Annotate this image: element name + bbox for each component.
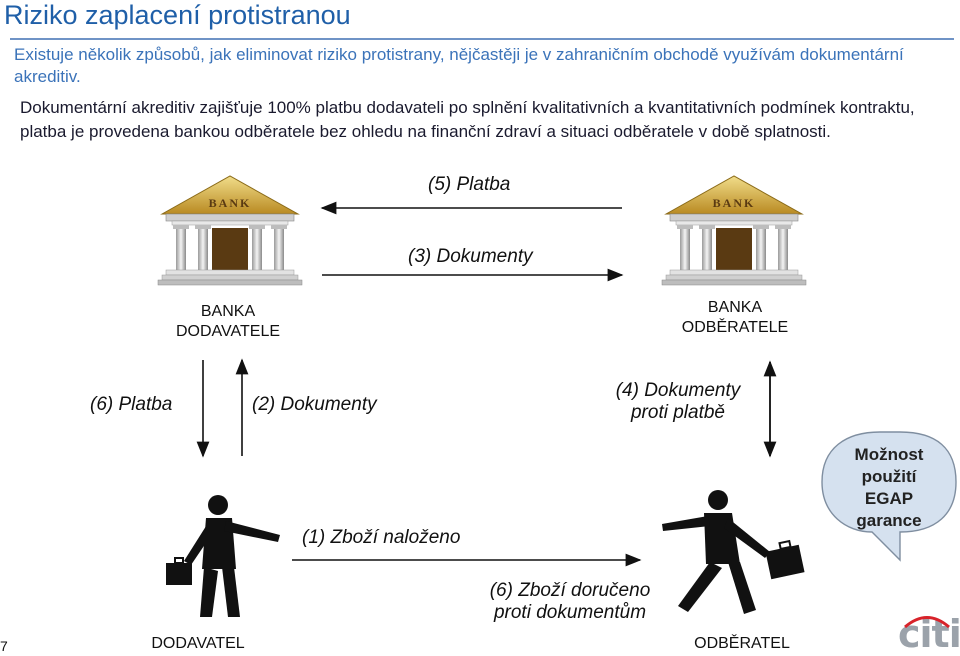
callout-line2: použití xyxy=(836,466,942,488)
egap-callout-text: Možnost použití EGAP garance xyxy=(836,444,942,532)
label-step4-line2: proti platbě xyxy=(608,402,748,424)
buyer-bank-sign: BANK xyxy=(704,196,764,211)
supplier-person-icon xyxy=(166,495,280,617)
buyer-bank-caption-line1: BANKA xyxy=(660,298,810,318)
label-step4: (4) Dokumenty proti platbě xyxy=(608,380,748,424)
label-step6-goods-line1: (6) Zboží doručeno xyxy=(482,580,658,602)
callout-line3: EGAP xyxy=(836,488,942,510)
supplier-bank-sign: BANK xyxy=(200,196,260,211)
page-number: 7 xyxy=(0,638,8,654)
buyer-bank-icon xyxy=(662,176,806,285)
label-step1: (1) Zboží naloženo xyxy=(302,527,460,549)
label-step5: (5) Platba xyxy=(428,174,510,196)
label-step3: (3) Dokumenty xyxy=(408,246,533,268)
citi-logo-arc-icon xyxy=(902,614,952,628)
label-step4-line1: (4) Dokumenty xyxy=(608,380,748,402)
supplier-bank-icon xyxy=(158,176,302,285)
label-step6-goods-line2: proti dokumentům xyxy=(482,602,658,624)
callout-line1: Možnost xyxy=(836,444,942,466)
supplier-bank-caption-line2: DODAVATELE xyxy=(160,322,296,342)
buyer-person-icon xyxy=(662,490,805,614)
supplier-caption: DODAVATEL xyxy=(140,634,256,654)
label-step6-payment: (6) Platba xyxy=(90,394,172,416)
label-step6-goods: (6) Zboží doručeno proti dokumentům xyxy=(482,580,658,624)
supplier-bank-caption: BANKA DODAVATELE xyxy=(160,302,296,342)
buyer-bank-caption-line2: ODBĚRATELE xyxy=(660,318,810,338)
buyer-caption: ODBĚRATEL xyxy=(684,634,800,654)
supplier-bank-caption-line1: BANKA xyxy=(160,302,296,322)
label-step2: (2) Dokumenty xyxy=(252,394,377,416)
buyer-bank-caption: BANKA ODBĚRATELE xyxy=(660,298,810,338)
callout-line4: garance xyxy=(836,510,942,532)
